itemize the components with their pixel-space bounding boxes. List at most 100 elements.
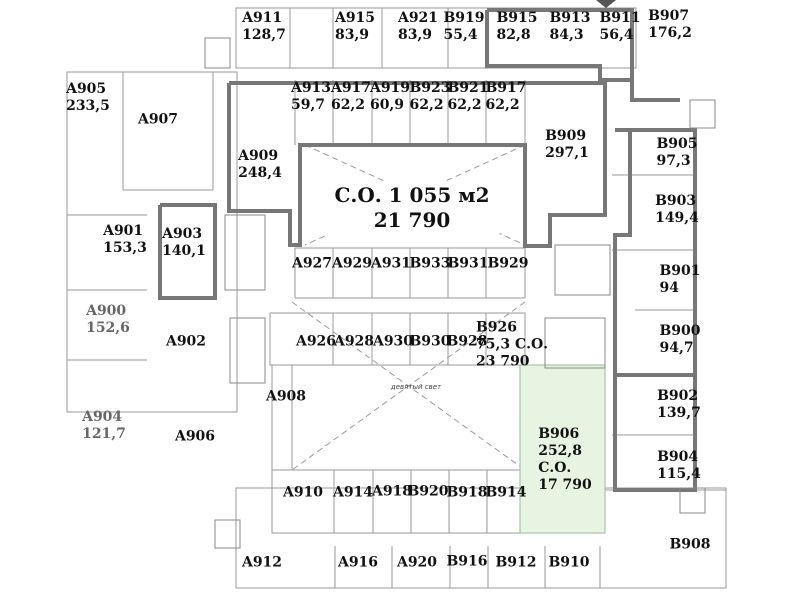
room-a928[interactable]: A928 bbox=[334, 334, 374, 351]
room-b906-highlight bbox=[519, 364, 606, 534]
room-a920[interactable]: A920 bbox=[397, 555, 437, 572]
core-east bbox=[554, 244, 611, 296]
room-a930[interactable]: A930 bbox=[373, 334, 413, 351]
room-b918[interactable]: B918 bbox=[446, 485, 487, 502]
room-id: A918 bbox=[371, 483, 413, 500]
room-id: A931 bbox=[370, 255, 412, 272]
light-well-label: девятый свет bbox=[390, 383, 442, 391]
room-area: 153,3 bbox=[103, 240, 147, 256]
room-id: B909 bbox=[545, 128, 587, 144]
room-area: 62,2 bbox=[409, 97, 444, 113]
room-b930[interactable]: B930 bbox=[409, 334, 450, 351]
room-id: B918 bbox=[446, 484, 488, 501]
room-a927[interactable]: A927 bbox=[292, 256, 332, 273]
room-area: 152,6 bbox=[86, 320, 130, 336]
room-id: B921 bbox=[447, 80, 489, 96]
room-id: A921 bbox=[397, 10, 439, 26]
room-a931[interactable]: A931 bbox=[371, 256, 411, 273]
room-a906[interactable]: A906 bbox=[175, 429, 215, 446]
room-b912[interactable]: B912 bbox=[495, 555, 536, 572]
room-id: B905 bbox=[656, 136, 698, 152]
room-area: 149,4 bbox=[655, 210, 699, 226]
room-id: A919 bbox=[369, 80, 411, 96]
room-id: A910 bbox=[282, 484, 324, 501]
room-id: B912 bbox=[495, 554, 537, 571]
room-a902[interactable]: A902 bbox=[166, 334, 206, 351]
room-area: 233,5 bbox=[66, 98, 110, 114]
room-id: A913 bbox=[290, 80, 332, 96]
room-area: 62,2 bbox=[330, 97, 366, 113]
room-b910[interactable]: B910 bbox=[548, 555, 589, 572]
room-id: B933 bbox=[409, 255, 451, 272]
room-a929[interactable]: A929 bbox=[332, 256, 372, 273]
room-b929[interactable]: B929 bbox=[487, 256, 528, 273]
room-a908[interactable]: A908 bbox=[266, 389, 306, 406]
room-a907[interactable]: A907 bbox=[138, 112, 178, 129]
room-a926[interactable]: A926 bbox=[296, 334, 336, 351]
room-b908[interactable]: B908 bbox=[669, 537, 710, 554]
room-area: 55,4 bbox=[443, 27, 478, 43]
room-id: B928 bbox=[446, 333, 488, 350]
room-a912[interactable]: A912 bbox=[242, 555, 282, 572]
room-id: A930 bbox=[372, 333, 414, 350]
room-id: B923 bbox=[409, 80, 451, 96]
room-id: A906 bbox=[174, 428, 216, 445]
room-b931[interactable]: B931 bbox=[447, 256, 488, 273]
room-b916[interactable]: B916 bbox=[446, 554, 487, 571]
central-area-label[interactable]: С.О. 1 055 м2 21 790 bbox=[324, 181, 500, 235]
room-area: 83,9 bbox=[334, 27, 370, 43]
room-area: 139,7 bbox=[657, 405, 701, 421]
room-b928[interactable]: B928 bbox=[446, 334, 487, 351]
room-price: 17 790 bbox=[538, 477, 592, 493]
room-a916[interactable]: A916 bbox=[338, 555, 378, 572]
room-id: B916 bbox=[446, 553, 488, 570]
room-area: 128,7 bbox=[242, 27, 286, 43]
room-id: B914 bbox=[485, 484, 527, 501]
north-wing-outline bbox=[235, 7, 637, 69]
room-b933[interactable]: B933 bbox=[409, 256, 450, 273]
room-id: B908 bbox=[669, 536, 711, 553]
room-id: A903 bbox=[162, 226, 203, 242]
room-a910[interactable]: A910 bbox=[283, 485, 323, 502]
room-id: A905 bbox=[66, 81, 107, 97]
room-area: 60,9 bbox=[369, 97, 405, 113]
room-id: A916 bbox=[337, 554, 379, 571]
central-area-size: С.О. 1 055 м2 bbox=[334, 183, 490, 207]
room-b914[interactable]: B914 bbox=[485, 485, 526, 502]
room-area: 94,7 bbox=[659, 340, 694, 356]
room-a918[interactable]: A918 bbox=[372, 484, 412, 501]
room-b920[interactable]: B920 bbox=[407, 484, 448, 501]
room-a914[interactable]: A914 bbox=[333, 485, 373, 502]
room-id: A909 bbox=[238, 148, 279, 164]
